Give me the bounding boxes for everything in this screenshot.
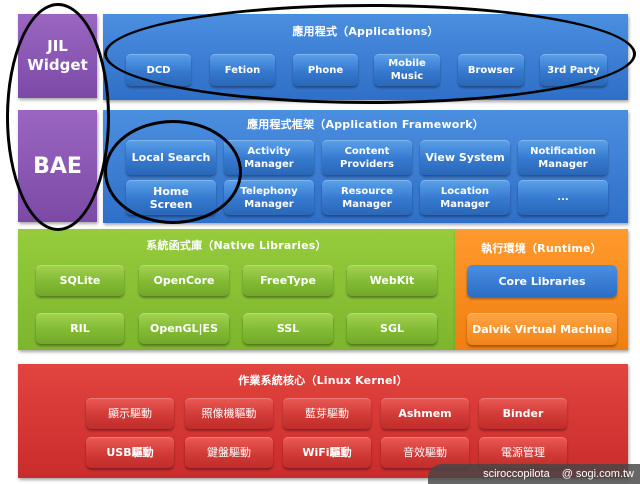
- kernel-title: 作業系統核心（Linux Kernel）: [238, 374, 408, 387]
- applications-title: 應用程式（Applications）: [292, 25, 439, 38]
- fw-notification-manager: Notification Manager: [518, 140, 608, 175]
- kernel-power-management: 電源管理: [479, 437, 567, 468]
- jil-widget-box: JIL Widget: [18, 14, 97, 98]
- app-dcd: DCD: [126, 54, 191, 86]
- framework-title: 應用程式框架（Application Framework）: [247, 118, 484, 131]
- framework-layer: 應用程式框架（Application Framework） Local Sear…: [103, 110, 628, 223]
- fw-resource-manager: Resource Manager: [322, 180, 412, 215]
- kernel-display-driver: 顯示驅動: [86, 398, 174, 429]
- app-mobile-music: Mobile Music: [374, 54, 440, 86]
- kernel-keyboard-driver: 鍵盤驅動: [185, 437, 273, 468]
- lib-opencore: OpenCore: [139, 265, 229, 296]
- watermark-site: @ sogi.com.tw: [561, 468, 634, 480]
- native-libraries-title: 系統函式庫（Native Libraries）: [146, 239, 327, 252]
- fw-location-manager: Location Manager: [420, 180, 510, 215]
- lib-ril: RIL: [36, 313, 124, 344]
- watermark-author: sciroccopilota: [483, 468, 550, 480]
- kernel-bluetooth-driver: 藍芽驅動: [283, 398, 371, 429]
- fw-activity-manager: Activity Manager: [224, 140, 314, 175]
- lib-opengl-es: OpenGL|ES: [139, 313, 229, 344]
- lib-sgl: SGL: [347, 313, 437, 344]
- lib-webkit: WebKit: [347, 265, 437, 296]
- applications-layer: 應用程式（Applications） DCD Fetion Phone Mobi…: [103, 14, 628, 100]
- runtime-core-libraries: Core Libraries: [467, 265, 617, 297]
- app-phone: Phone: [293, 54, 358, 86]
- fw-telephony-manager: Telephony Manager: [224, 180, 314, 215]
- fw-home-screen: Home Screen: [126, 180, 216, 215]
- kernel-wifi-driver: WiFi驅動: [283, 437, 371, 468]
- watermark: sciroccopilota @ sogi.com.tw: [428, 464, 640, 484]
- kernel-binder: Binder: [479, 398, 567, 429]
- runtime-layer: 執行環境（Runtime） Core Libraries Dalvik Virt…: [455, 229, 628, 350]
- runtime-title: 執行環境（Runtime）: [481, 242, 602, 255]
- bae-box: BAE: [18, 110, 97, 222]
- lib-sqlite: SQLite: [36, 265, 124, 296]
- app-browser: Browser: [458, 54, 524, 86]
- fw-view-system: View System: [420, 140, 510, 175]
- fw-content-providers: Content Providers: [322, 140, 412, 175]
- app-fetion: Fetion: [210, 54, 275, 86]
- app-3rd-party: 3rd Party: [540, 54, 607, 86]
- native-libraries-layer: 系統函式庫（Native Libraries） SQLite OpenCore …: [18, 229, 455, 350]
- kernel-usb-driver: USB驅動: [86, 437, 174, 468]
- kernel-camera-driver: 照像機驅動: [185, 398, 273, 429]
- fw-more: ...: [518, 180, 608, 215]
- fw-local-search: Local Search: [126, 140, 216, 175]
- lib-ssl: SSL: [243, 313, 333, 344]
- runtime-dalvik-vm: Dalvik Virtual Machine: [467, 313, 617, 345]
- kernel-ashmem: Ashmem: [381, 398, 469, 429]
- kernel-audio-driver: 音效驅動: [381, 437, 469, 468]
- lib-freetype: FreeType: [243, 265, 333, 296]
- kernel-layer: 作業系統核心（Linux Kernel） 顯示驅動 照像機驅動 藍芽驅動 Ash…: [18, 364, 628, 478]
